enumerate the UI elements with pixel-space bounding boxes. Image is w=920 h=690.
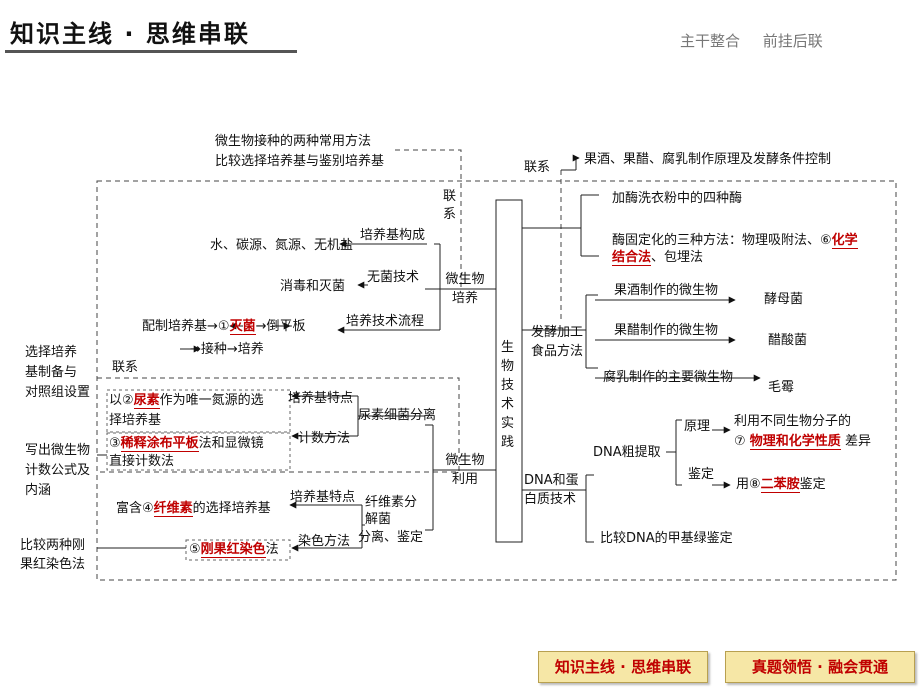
principle-line1: 利用不同生物分子的 <box>734 414 852 429</box>
answer-6-bonding: 结合法 <box>612 250 652 266</box>
procedure-step-line2: →接种→培养 <box>190 342 264 357</box>
text-four-enzymes: 加酶洗衣粉中的四种酶 <box>612 191 743 206</box>
answer-4-cellulose: 纤维素 <box>153 501 193 517</box>
label-urea-medium-feature: 培养基特点 <box>288 391 354 406</box>
note-inoculation-methods: 微生物接种的两种常用方法 <box>215 134 372 149</box>
answer-6-chemical: 化学 <box>831 233 858 249</box>
label-separate-identify: 分离、鉴定 <box>358 530 424 545</box>
link-label-left: 联系 <box>112 360 139 375</box>
link-label-top-right: 联系 <box>524 160 551 175</box>
identify-line: 用⑧二苯胺鉴定 <box>736 477 826 493</box>
note-count-formula-1: 写出微生物 <box>25 443 91 458</box>
label-stain-method: 染色方法 <box>298 534 351 549</box>
label-identify: 鉴定 <box>688 467 715 482</box>
dashed-box-congo <box>185 539 291 561</box>
link-dashed-box <box>96 377 460 473</box>
link-label-vertical: 联系 <box>443 189 457 222</box>
label-principle: 原理 <box>684 419 711 434</box>
stain-line: ⑤刚果红染色法 <box>189 542 279 558</box>
node-fermented-food: 发酵加工食品方法 <box>531 325 584 359</box>
immob-line1: 酶固定化的三种方法：物理吸附法、⑥化学 <box>612 233 858 249</box>
label-count-method: 计数方法 <box>298 431 351 446</box>
note-count-formula-3: 内涵 <box>25 483 52 498</box>
text-nutrients: 水、碳源、氮源、无机盐 <box>210 238 354 253</box>
text-wine-microbe: 果酒制作的微生物 <box>614 283 719 298</box>
title-underline <box>5 50 297 53</box>
node-dna-protein: DNA和蛋白质技术 <box>524 473 579 507</box>
note-congo-compare-2: 果红染色法 <box>20 557 86 572</box>
answer-1-sterilize: 灭菌 <box>229 319 256 335</box>
immob-line2: 结合法、包埋法 <box>612 250 704 266</box>
answer-3-dilution: 稀释涂布平板 <box>120 436 199 452</box>
cellulose-line: 富含④纤维素的选择培养基 <box>116 501 271 517</box>
center-box <box>495 199 523 543</box>
note-select-medium-1: 选择培养 <box>25 345 78 360</box>
dashed-box-select <box>106 389 291 433</box>
count-line2: 直接计数法 <box>109 454 175 469</box>
note-count-formula-2: 计数公式及 <box>25 463 91 478</box>
answer-yeast: 酵母菌 <box>764 292 804 307</box>
nav-item-main[interactable]: 主干整合 <box>680 32 741 50</box>
dashed-box-count <box>106 432 291 471</box>
label-procedure: 培养技术流程 <box>346 314 425 329</box>
note-select-medium-2: 基制备与 <box>25 365 78 380</box>
label-medium-composition: 培养基构成 <box>360 228 426 243</box>
procedure-step-line1: 配制培养基→①灭菌→倒平板 <box>142 319 306 335</box>
urea-select-line2: 择培养基 <box>109 413 162 428</box>
text-fruit-wine-principle: 果酒、果醋、腐乳制作原理及发酵条件控制 <box>584 152 832 167</box>
answer-acetobacter: 醋酸菌 <box>768 333 808 348</box>
count-line1: ③稀释涂布平板法和显微镜 <box>109 436 264 452</box>
answer-mucor: 毛霉 <box>768 380 795 395</box>
answer-8-diphenylamine: 二苯胺 <box>760 477 800 493</box>
footer-button-exam-insight[interactable]: 真题领悟 · 融会贯通 <box>725 651 915 683</box>
text-sterilization: 消毒和灭菌 <box>280 279 346 294</box>
principle-line2: ⑦ 物理和化学性质 差异 <box>734 434 871 450</box>
urea-select-line1: 以②尿素作为唯一氮源的选 <box>109 393 264 409</box>
label-dna-extract: DNA粗提取 <box>593 445 661 460</box>
link-dashed-top <box>395 149 462 290</box>
label-cellulose-medium-feature: 培养基特点 <box>290 490 356 505</box>
nav-item-link[interactable]: 前挂后联 <box>762 32 823 50</box>
label-urea-bacteria: 尿素细菌分离 <box>358 408 437 423</box>
page-title: 知识主线 · 思维串联 <box>10 20 250 48</box>
footer-button-main-line[interactable]: 知识主线 · 思维串联 <box>538 651 708 683</box>
note-congo-compare-1: 比较两种刚 <box>20 538 86 553</box>
text-vinegar-microbe: 果醋制作的微生物 <box>614 323 719 338</box>
note-select-medium-3: 对照组设置 <box>25 385 91 400</box>
label-cellulose-bacteria: 纤维素分解菌 <box>365 495 418 527</box>
center-node-label: 生物技术实践 <box>501 340 515 450</box>
node-microbe-culture: 微生物培养 <box>445 272 485 306</box>
text-methyl-green: 比较DNA的甲基绿鉴定 <box>600 531 733 546</box>
answer-2-urea: 尿素 <box>133 393 160 409</box>
header-nav: 主干整合 前挂后联 <box>680 30 841 51</box>
note-compare-media: 比较选择培养基与鉴别培养基 <box>215 154 385 169</box>
text-sufu-microbe: 腐乳制作的主要微生物 <box>603 370 734 385</box>
answer-7-properties: 物理和化学性质 <box>749 434 841 450</box>
answer-5-congo: 刚果红染色 <box>200 542 266 558</box>
node-microbe-use: 微生物利用 <box>445 453 485 487</box>
label-aseptic: 无菌技术 <box>367 270 420 285</box>
